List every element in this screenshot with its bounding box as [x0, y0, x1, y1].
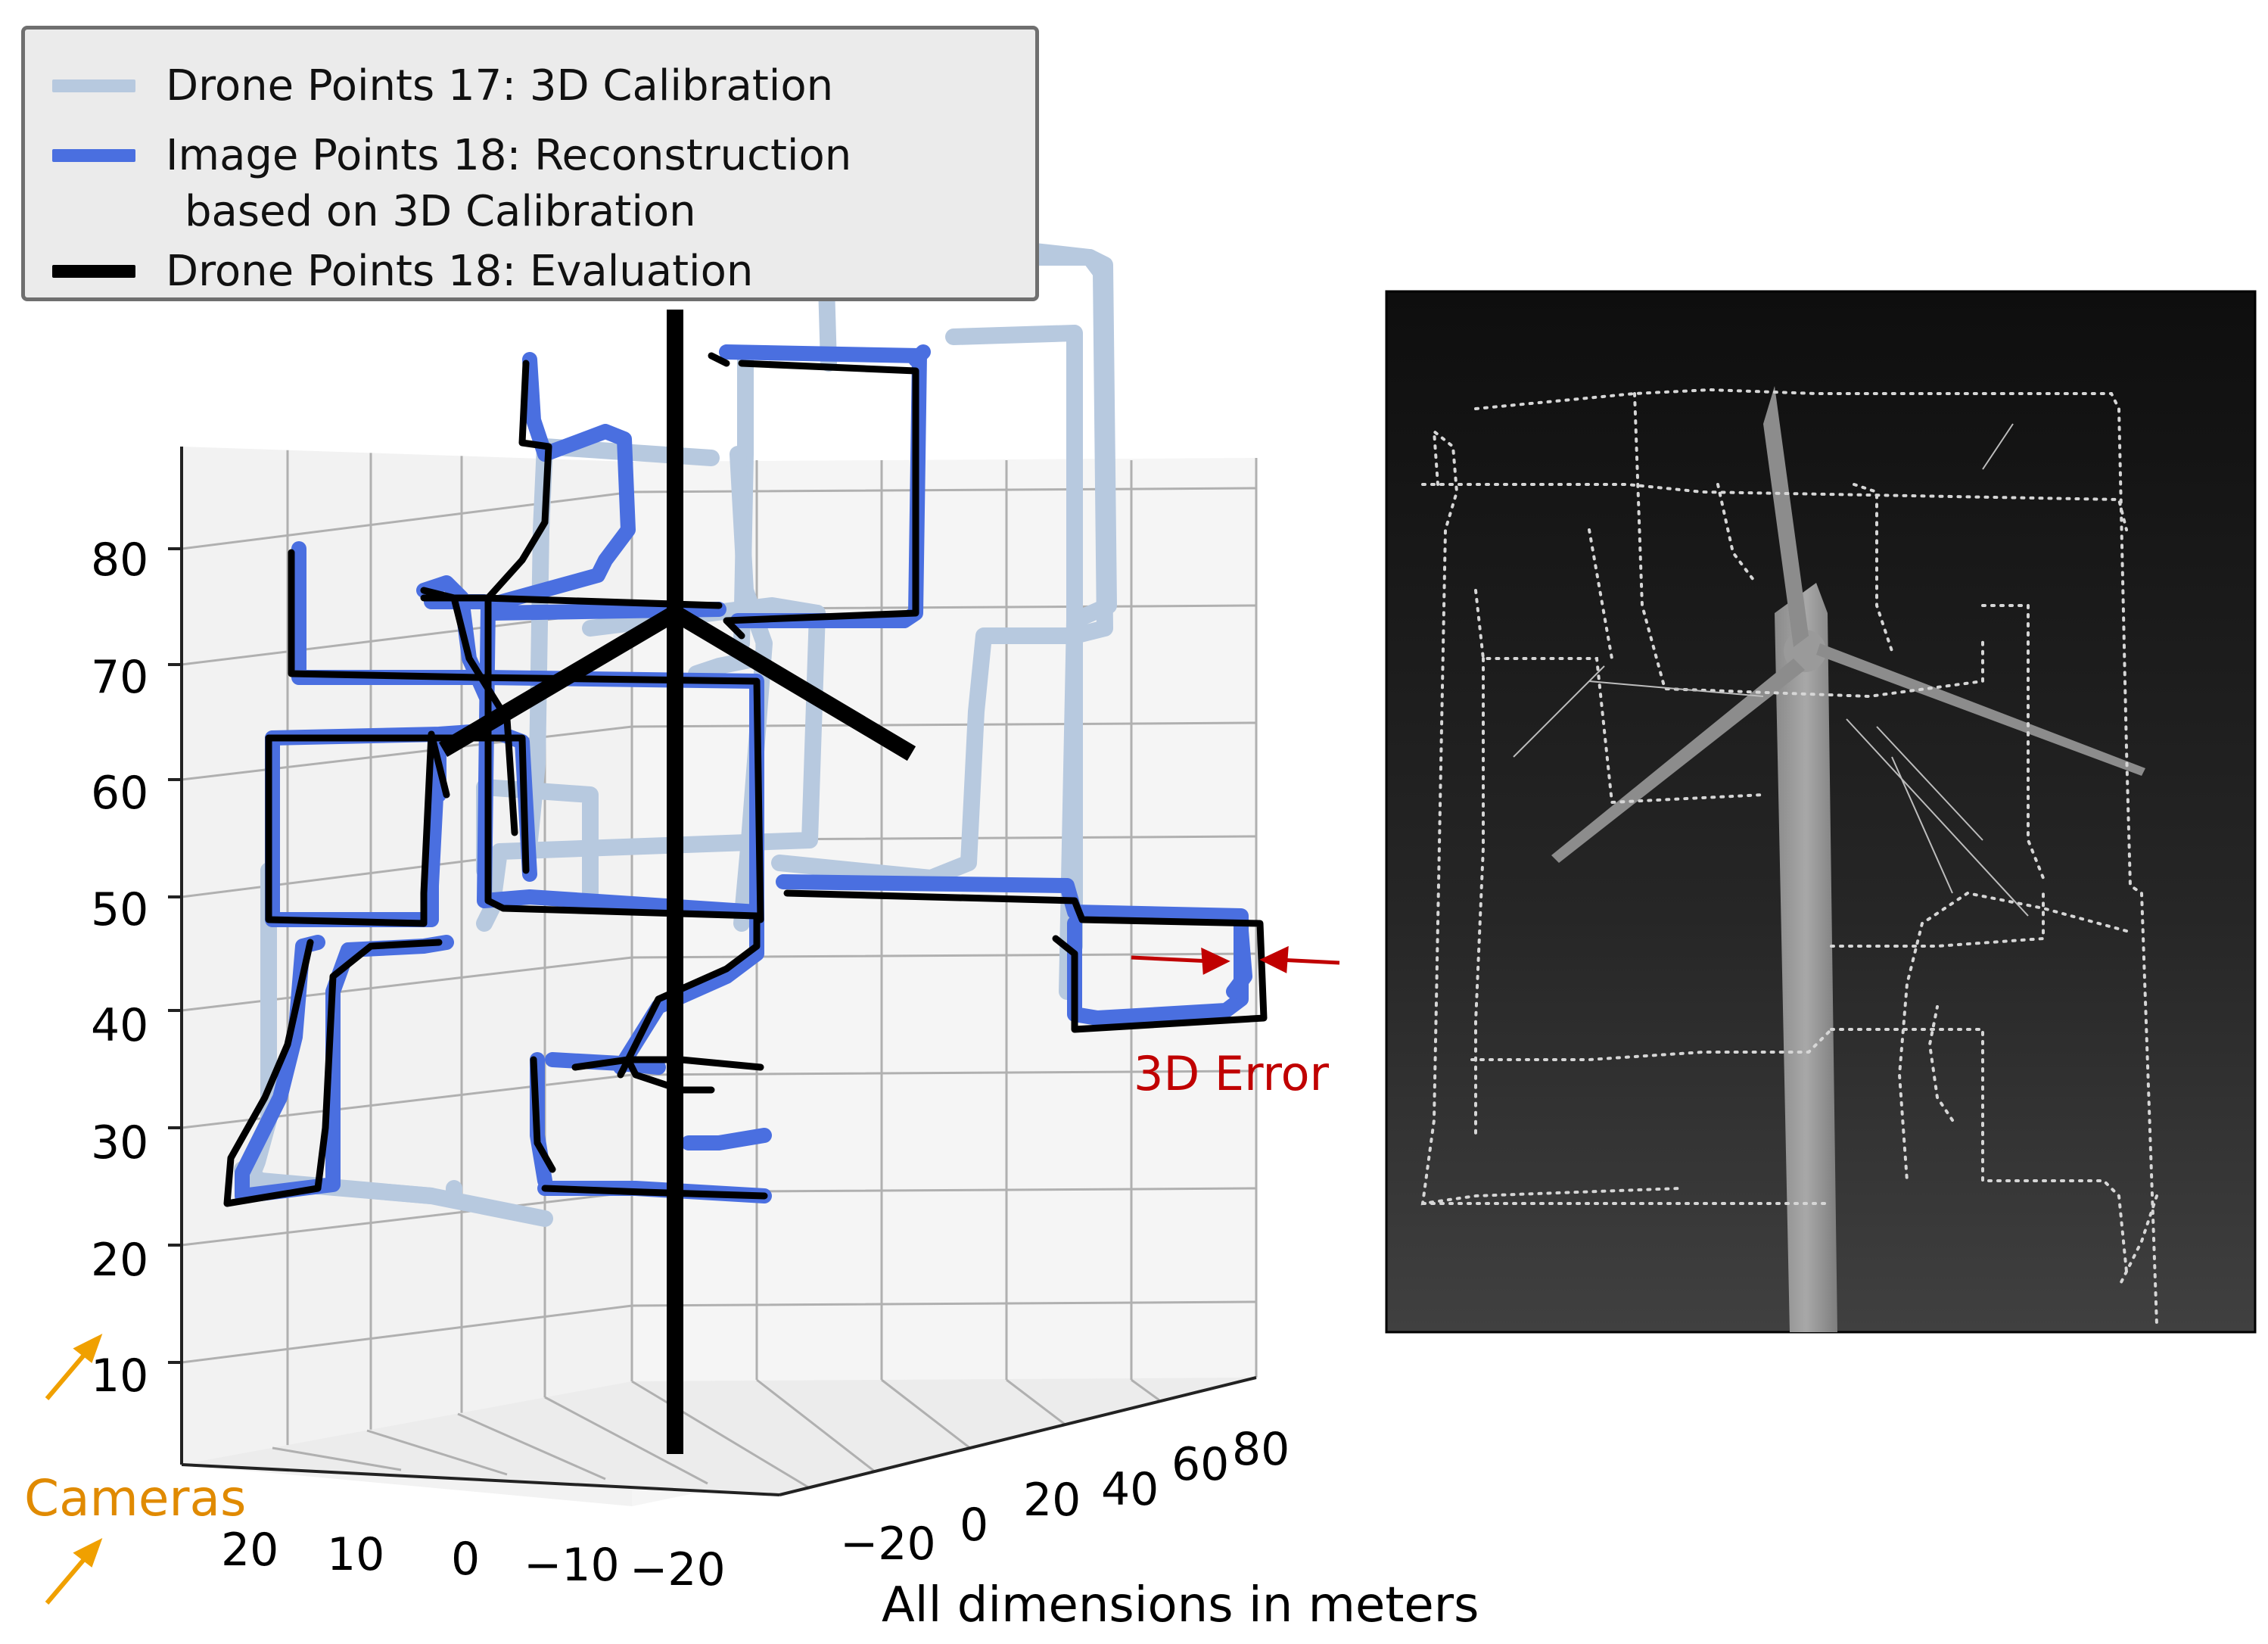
- z-tick-label: 60: [91, 767, 148, 820]
- grid-line-floor: [544, 1396, 708, 1485]
- turbine-model: [438, 310, 916, 1454]
- camera-arrows: [45, 1333, 103, 1605]
- right-axis-tick-label: 80: [1232, 1423, 1290, 1476]
- z-tick-label: 10: [91, 1350, 148, 1403]
- grid-line-z: [181, 1300, 1257, 1364]
- grid-line-floor: [272, 1446, 402, 1471]
- floor-pane: [182, 1378, 1256, 1495]
- z-tick-label: 80: [91, 534, 148, 587]
- turbine-photo: [1385, 290, 2257, 1334]
- right-axis-tick-label: 0: [960, 1499, 988, 1552]
- left-axis-tick-label: −10: [524, 1539, 620, 1592]
- grid-line-floor: [366, 1429, 508, 1476]
- legend-label-drone-18: Drone Points 18: Evaluation: [166, 247, 754, 296]
- grid-line-floor: [1131, 1378, 1160, 1401]
- z-tick-label: 40: [91, 999, 148, 1052]
- legend-swatch-drone-17: [52, 79, 135, 92]
- z-tick-label: 30: [91, 1116, 148, 1169]
- grid-line-floor: [756, 1378, 876, 1472]
- error-arrows: [1131, 945, 1340, 975]
- right-axis-tick-label: 40: [1101, 1463, 1159, 1516]
- left-axis-tick-label: 10: [327, 1528, 384, 1581]
- right-axis-tick-label: 60: [1171, 1438, 1229, 1491]
- axis-note: All dimensions in meters: [882, 1577, 1479, 1633]
- grid-line-floor: [457, 1412, 606, 1481]
- right-axis-tick-label: 20: [1023, 1474, 1081, 1527]
- left-axis-ticks: 20 10 0 −10−20: [221, 1524, 726, 1596]
- error-label: 3D Error: [1134, 1046, 1330, 1101]
- z-tick-label: 20: [91, 1234, 148, 1287]
- z-tick-label: 70: [91, 651, 148, 704]
- grid-line-floor: [631, 1380, 810, 1490]
- legend-label-drone-17: Drone Points 17: 3D Calibration: [166, 61, 834, 111]
- left-axis-tick-label: −20: [630, 1543, 726, 1596]
- legend-swatch-drone-18: [52, 265, 135, 278]
- grid-line-z: [181, 721, 1257, 781]
- legend-label-image-18-cont: based on 3D Calibration: [185, 187, 696, 236]
- grid-line-floor: [881, 1378, 970, 1449]
- legend: Drone Points 17: 3D Calibration Image Po…: [21, 26, 1039, 301]
- left-axis-tick-label: 0: [451, 1533, 480, 1586]
- legend-label-image-18: Image Points 18: Reconstruction: [166, 131, 852, 180]
- right-axis-tick-label: −20: [840, 1518, 936, 1571]
- back-pane-right: [632, 458, 1256, 1506]
- z-axis-ticks: 10 20 30 40 50 60 70 80: [91, 534, 182, 1403]
- grid-line-floor: [1006, 1378, 1066, 1425]
- legend-swatch-image-18: [52, 149, 135, 162]
- cameras-label: Cameras: [24, 1469, 246, 1527]
- left-axis-tick-label: 20: [221, 1524, 278, 1577]
- series-drone-points-18: [223, 352, 1268, 1207]
- axes: [180, 447, 1257, 1496]
- z-tick-label: 50: [91, 883, 148, 936]
